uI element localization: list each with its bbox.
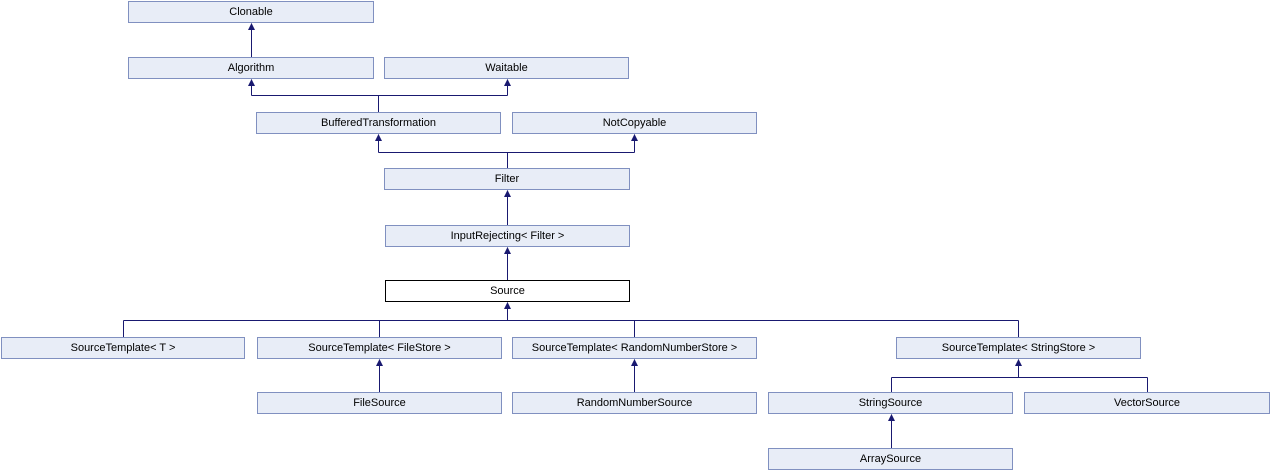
class-node-input-rejecting-filter[interactable]: InputRejecting< Filter >: [385, 225, 630, 247]
class-node-random-number-source[interactable]: RandomNumberSource: [512, 392, 757, 414]
arrowhead-icon: [1015, 359, 1022, 366]
edge-inputrejecting-to-filter: [504, 190, 511, 226]
arrowhead-icon: [631, 359, 638, 366]
arrowhead-icon: [376, 359, 383, 366]
class-node-source: Source: [385, 280, 630, 302]
class-node-filter[interactable]: Filter: [384, 168, 630, 190]
edge-filter-to-bufferedtransformation-and-notcopyable: [375, 134, 638, 169]
arrowhead-icon: [504, 79, 511, 86]
class-node-clonable[interactable]: Clonable: [128, 1, 374, 23]
class-node-array-source[interactable]: ArraySource: [768, 448, 1013, 470]
class-node-string-source[interactable]: StringSource: [768, 392, 1013, 414]
edge-source-to-inputrejecting: [504, 247, 511, 281]
class-node-buffered-transformation[interactable]: BufferedTransformation: [256, 112, 501, 134]
arrowhead-icon: [375, 134, 382, 141]
edge-algorithm-to-clonable: [248, 23, 255, 58]
edge-filesource-to-sourcetemplate-filestore: [376, 359, 383, 393]
class-node-file-source[interactable]: FileSource: [257, 392, 502, 414]
class-node-waitable[interactable]: Waitable: [384, 57, 629, 79]
class-node-source-template-randomnumberstore[interactable]: SourceTemplate< RandomNumberStore >: [512, 337, 757, 359]
class-node-source-template-filestore[interactable]: SourceTemplate< FileStore >: [257, 337, 502, 359]
arrowhead-icon: [504, 190, 511, 197]
edge-sourcetemplates-to-source: [123, 302, 1019, 338]
class-node-not-copyable[interactable]: NotCopyable: [512, 112, 757, 134]
arrowhead-icon: [888, 414, 895, 421]
arrowhead-icon: [248, 79, 255, 86]
class-node-vector-source[interactable]: VectorSource: [1024, 392, 1270, 414]
edge-stringsource-and-vectorsource-to-sourcetemplate-stringstore: [891, 359, 1148, 393]
edge-arraysource-to-stringsource: [888, 414, 895, 449]
arrowhead-icon: [631, 134, 638, 141]
arrowhead-icon: [504, 302, 511, 309]
edge-bufferedtransformation-to-algorithm-and-waitable: [248, 79, 511, 113]
arrowhead-icon: [248, 23, 255, 30]
class-node-source-template-t[interactable]: SourceTemplate< T >: [1, 337, 245, 359]
class-node-algorithm[interactable]: Algorithm: [128, 57, 374, 79]
arrowhead-icon: [504, 247, 511, 254]
edge-randomnumbersource-to-sourcetemplate-randomnumberstore: [631, 359, 638, 393]
class-node-source-template-stringstore[interactable]: SourceTemplate< StringStore >: [896, 337, 1141, 359]
